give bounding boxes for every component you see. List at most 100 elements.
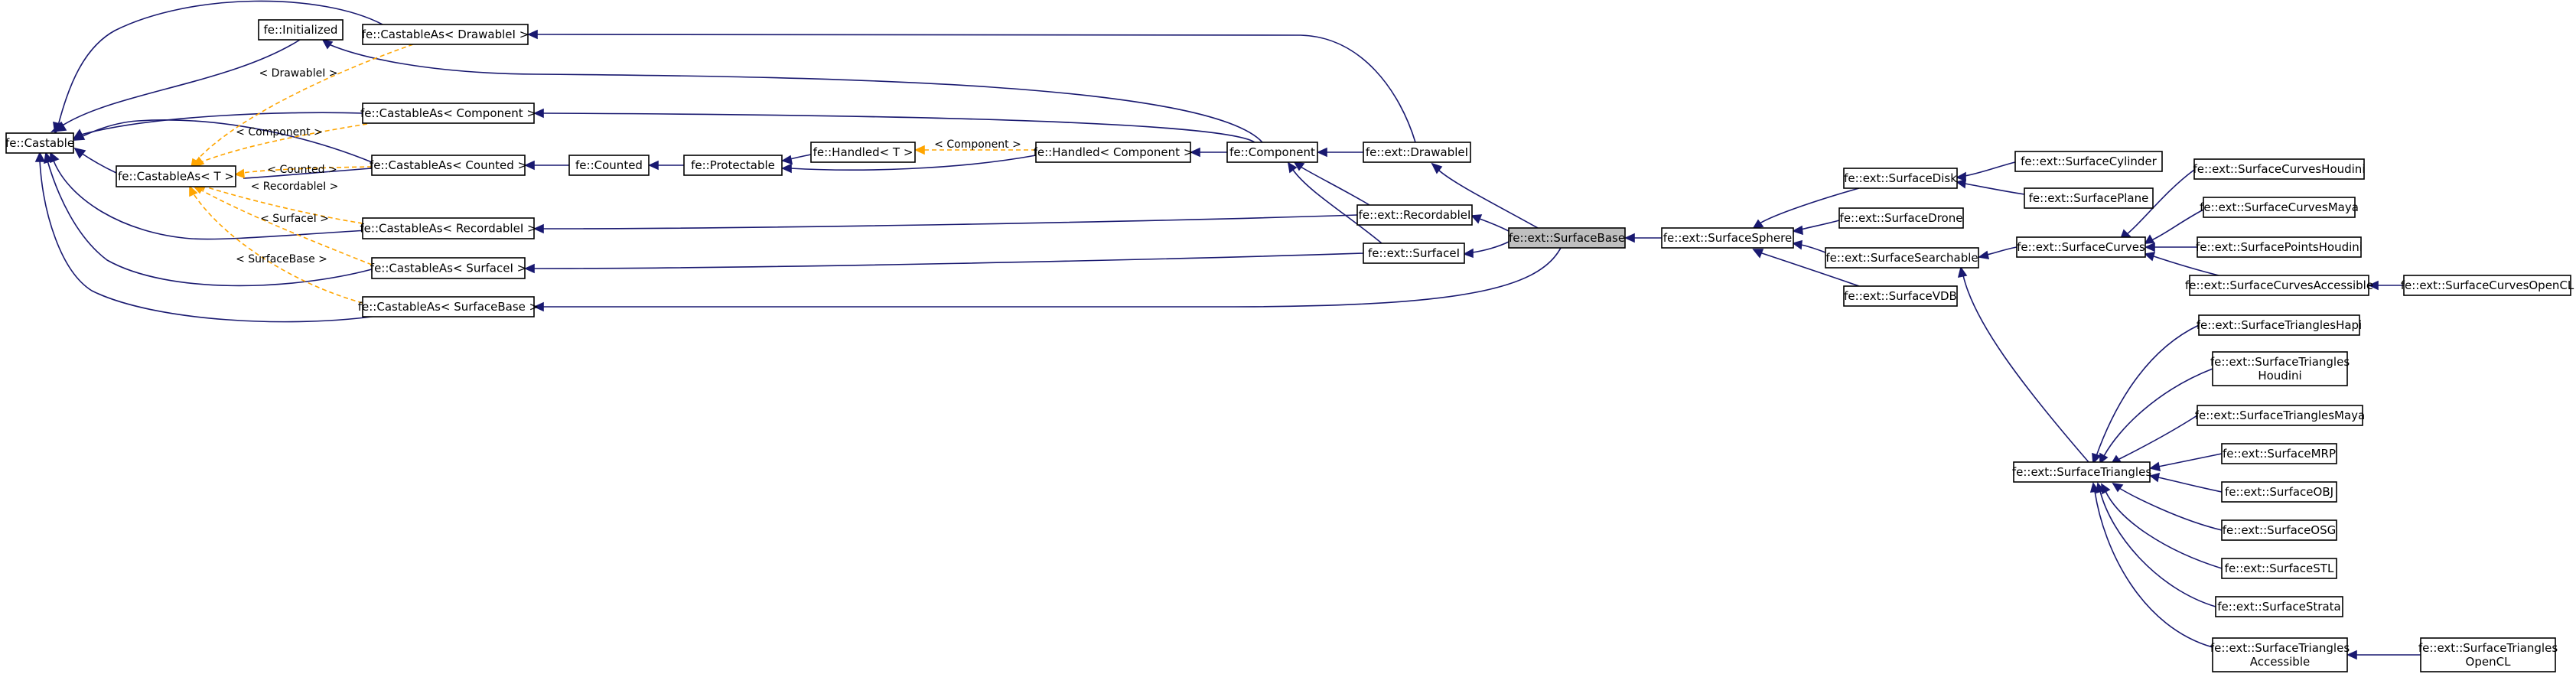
template-edge-handled_component: [914, 145, 1036, 155]
arrowhead: [1957, 266, 1968, 278]
class-box: [683, 155, 783, 176]
class-node-surfaceplane[interactable]: fe::ext::SurfacePlane: [2024, 187, 2154, 209]
class-box: [2024, 187, 2154, 209]
class-node-castable_as_surfacebase[interactable]: fe::CastableAs< SurfaceBase >: [358, 296, 539, 317]
arrowhead: [533, 223, 544, 234]
arrowhead: [1792, 225, 1803, 236]
arrowhead: [2144, 234, 2155, 244]
class-node-surfacebase[interactable]: fe::ext::SurfaceBase: [1508, 227, 1626, 249]
inheritance-edge-surfacecurvesaccessible-to-surfacecurves: [2144, 251, 2219, 276]
arrowhead: [1317, 147, 1327, 158]
class-name-label: fe::ext::SurfaceDrone: [1840, 211, 1963, 225]
class-node-surfacestrata[interactable]: fe::ext::SurfaceStrata: [2215, 596, 2343, 617]
template-edge-castable_as_counted: [234, 166, 373, 179]
inheritance-edge-surfaceobj-to-surfacetriangles: [2149, 472, 2223, 493]
inheritance-edge-surfacetriangleshapi-to-surfacetriangles: [2092, 324, 2200, 464]
inheritance-edge-surfacepointshoudini-to-surfacecurves: [2144, 242, 2197, 252]
class-node-drawablei[interactable]: fe::ext::DrawableI: [1363, 142, 1471, 163]
inheritance-edge-handled_component-to-protectable: [781, 155, 1037, 174]
class-node-handled_component[interactable]: fe::Handled< Component >: [1034, 142, 1194, 163]
class-box: [2014, 151, 2163, 172]
arrowhead: [44, 151, 54, 164]
class-node-castable[interactable]: fe::Castable: [5, 132, 74, 154]
class-node-counted[interactable]: fe::Counted: [568, 155, 650, 176]
class-name-label: fe::ext::SurfacePointsHoudini: [2196, 240, 2363, 254]
class-node-handled_t[interactable]: fe::Handled< T >: [810, 142, 916, 163]
class-name-label: fe::ext::SurfaceMRP: [2223, 447, 2336, 461]
class-name-label: fe::ext::SurfaceCurvesMaya: [2200, 200, 2359, 214]
class-node-surfaceobj[interactable]: fe::ext::SurfaceOBJ: [2221, 481, 2337, 503]
template-argument-label: < RecordableI >: [251, 181, 339, 193]
template-argument-label: < SurfaceI >: [260, 213, 329, 225]
class-node-castable_as_recordablei[interactable]: fe::CastableAs< RecordableI >: [360, 217, 537, 239]
class-node-surfacetriangleshapi[interactable]: fe::ext::SurfaceTrianglesHapi: [2197, 314, 2362, 336]
class-name-label: fe::ext::SurfaceCurvesAccessible: [2185, 278, 2373, 292]
class-node-surfacedisk[interactable]: fe::ext::SurfaceDisk: [1843, 168, 1958, 189]
class-node-surfacecylinder[interactable]: fe::ext::SurfaceCylinder: [2014, 151, 2163, 172]
class-name-label: Accessible: [2250, 655, 2310, 669]
class-name-label: fe::ext::SurfaceTriangles: [2418, 641, 2558, 655]
class-node-surfacepointshoudini[interactable]: fe::ext::SurfacePointsHoudini: [2196, 236, 2363, 258]
inheritance-edge-surfacei-to-castable_as_surfacei: [524, 252, 1364, 274]
arrowhead: [50, 151, 60, 164]
class-node-surfaceosg[interactable]: fe::ext::SurfaceOSG: [2221, 519, 2337, 541]
class-box: [371, 155, 526, 176]
class-name-label: fe::ext::SurfaceTrianglesHapi: [2197, 318, 2362, 332]
inheritance-edge-surfacevdb-to-surfacesphere: [1752, 249, 1860, 287]
class-box: [1363, 142, 1471, 163]
class-name-label: fe::ext::SurfaceTriangles: [2012, 465, 2151, 479]
class-box: [1035, 142, 1191, 163]
class-node-surfacecurvesopencl[interactable]: fe::ext::SurfaceCurvesOpenCL: [2401, 275, 2574, 296]
inheritance-edge-surfacecurvesopencl-to-surfacecurvesaccessible: [2368, 280, 2404, 291]
class-node-surfacetriangles[interactable]: fe::ext::SurfaceTriangles: [2012, 461, 2151, 483]
class-node-component[interactable]: fe::Component: [1226, 142, 1318, 163]
class-box: [568, 155, 650, 176]
template-edge-castable_as_component: [193, 123, 368, 168]
class-box: [258, 19, 344, 41]
class-box: [362, 296, 535, 317]
class-box: [1363, 243, 1465, 264]
class-node-surfacei[interactable]: fe::ext::SurfaceI: [1363, 243, 1465, 264]
class-node-initialized[interactable]: fe::Initialized: [258, 19, 344, 41]
class-node-castable_as_t[interactable]: fe::CastableAs< T >: [116, 165, 236, 187]
class-node-castable_as_counted[interactable]: fe::CastableAs< Counted >: [370, 155, 527, 176]
inheritance-edge-surfacei-to-component: [1287, 161, 1382, 244]
class-box: [1508, 227, 1626, 249]
arrowhead: [524, 263, 535, 274]
class-box: [2221, 519, 2337, 541]
class-name-label: fe::ext::SurfaceBase: [1509, 231, 1625, 245]
class-box: [2215, 596, 2343, 617]
class-box: [2193, 158, 2365, 180]
class-box: [362, 103, 535, 124]
class-box: [362, 24, 529, 45]
inheritance-edge-surfacesearchable-to-surfacesphere: [1792, 239, 1826, 253]
class-node-castable_as_surfacei[interactable]: fe::CastableAs< SurfaceI >: [370, 257, 526, 279]
class-box: [2420, 637, 2556, 672]
class-node-surfacedrone[interactable]: fe::ext::SurfaceDrone: [1838, 207, 1964, 229]
class-node-castable_as_drawablei[interactable]: fe::CastableAs< DrawableI >: [362, 24, 529, 45]
arrowhead: [1977, 250, 1990, 259]
inheritance-edge-castable_as_surfacei-to-castable: [44, 151, 373, 287]
class-node-surfacesearchable[interactable]: fe::ext::SurfaceSearchable: [1825, 247, 1979, 269]
class-node-surfacemrp[interactable]: fe::ext::SurfaceMRP: [2221, 443, 2337, 464]
class-node-surfacesphere[interactable]: fe::ext::SurfaceSphere: [1661, 227, 1794, 249]
class-node-surfacestl[interactable]: fe::ext::SurfaceSTL: [2221, 558, 2337, 579]
inheritance-edge-surfacetrianglesaccessible-to-surfacetriangles: [2089, 482, 2213, 648]
class-box: [2203, 197, 2356, 218]
class-node-surfacetrianglesmaya[interactable]: fe::ext::SurfaceTrianglesMaya: [2195, 405, 2366, 426]
class-node-surfacecurves[interactable]: fe::ext::SurfaceCurves: [2016, 236, 2146, 258]
class-node-protectable[interactable]: fe::Protectable: [683, 155, 783, 176]
class-node-surfacevdb[interactable]: fe::ext::SurfaceVDB: [1843, 285, 1958, 307]
class-node-castable_as_component[interactable]: fe::CastableAs< Component >: [360, 103, 536, 124]
class-node-surfacecurveshoudini[interactable]: fe::ext::SurfaceCurvesHoudini: [2193, 158, 2366, 180]
class-node-surfacecurvesmaya[interactable]: fe::ext::SurfaceCurvesMaya: [2200, 197, 2359, 218]
nodes-layer: fe::Castablefe::Initializedfe::CastableA…: [5, 19, 2574, 672]
class-node-recordablei[interactable]: fe::ext::RecordableI: [1356, 204, 1473, 226]
template-argument-label: < Component >: [236, 126, 323, 138]
arrowhead: [2099, 452, 2109, 464]
class-node-surfacecurvesaccessible[interactable]: fe::ext::SurfaceCurvesAccessible: [2185, 275, 2373, 296]
inheritance-edge-surfacestl-to-surfacetriangles: [2101, 483, 2223, 569]
